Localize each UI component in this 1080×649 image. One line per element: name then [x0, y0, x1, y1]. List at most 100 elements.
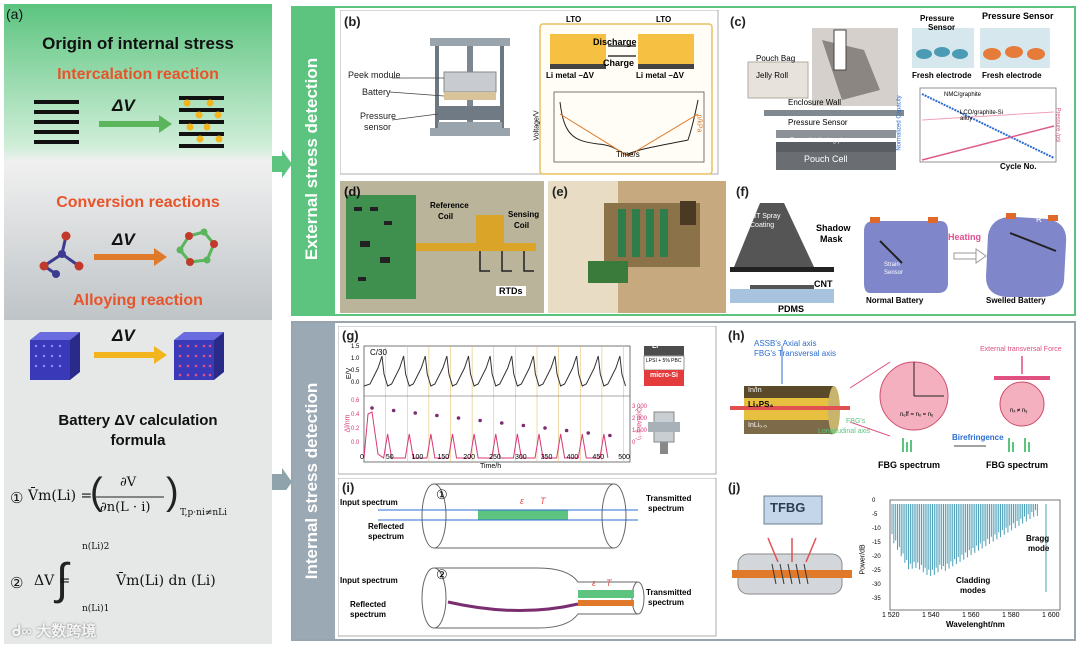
g-xtick: 350	[540, 454, 553, 461]
pdms-layer	[730, 289, 834, 303]
g-y2tick: 0.0	[351, 440, 360, 446]
battery-label: Battery	[362, 87, 391, 97]
rig-circuit	[588, 261, 628, 283]
g-xtick: 450	[592, 454, 605, 461]
intercalated-layers-icon	[179, 96, 224, 148]
cnt-spray-label: CNT Spray	[746, 213, 781, 220]
external-title-bar	[293, 8, 335, 314]
svg-text:): )	[166, 471, 179, 513]
panel-a-svg: ∫ ( )	[4, 4, 272, 644]
g-y3tick: 2 000	[632, 416, 648, 422]
pouch-bag-sketch	[747, 61, 809, 99]
g-xtick: 500	[618, 454, 630, 461]
enclosure-wall-label: Enclosure Wall	[788, 98, 842, 107]
capacity-point	[435, 413, 439, 418]
panel-c-label: (c)	[730, 14, 746, 29]
cladding-label: Cladding	[956, 576, 991, 585]
connector-arrows	[272, 150, 292, 490]
birefringence-label: Birefringence	[952, 433, 1004, 442]
capacity-point	[586, 431, 591, 435]
panel-h	[722, 326, 1074, 474]
lto-left-block	[550, 34, 606, 64]
li3ps4-label: Li₃PS₄	[748, 400, 774, 409]
panel-e	[548, 181, 726, 313]
j-ytick: -25	[872, 568, 881, 574]
fbg-longitudinal-label: FBG's	[846, 418, 866, 425]
j-xtick: 1 560	[962, 612, 980, 619]
g-xtick: 300	[514, 454, 527, 461]
rtds-label: RTDs	[496, 286, 526, 296]
lpsi-layer-label: LPSI + 5% PBC	[646, 358, 682, 364]
g-y3tick: 3 000	[632, 404, 648, 410]
jelly-roll-label: Jelly Roll	[756, 71, 789, 80]
q-axis-label: Q/(mAh g⁻¹)	[634, 407, 641, 440]
legend-lco: LCO/graphite-Si alloy	[960, 110, 1004, 122]
panel-a-label: (a)	[6, 6, 24, 22]
fiber-1-number: ①	[436, 487, 448, 502]
arrow-to-external-icon	[272, 150, 292, 178]
heating-label: Heating	[948, 232, 982, 242]
tfbg-badge	[763, 495, 823, 525]
power-axis-label: Power/dB	[859, 544, 867, 575]
capacity-point	[391, 408, 396, 413]
circuit-board	[346, 195, 416, 299]
input-spectrum-1: Input spectrum	[340, 498, 398, 507]
equation-1-subscript: T,p·ni≠nLi	[180, 508, 228, 518]
force-plate-label: Force distributing plate	[790, 138, 851, 144]
equation-2-body: V̄m(Li) dn (Li)	[116, 573, 216, 589]
epsilon-label-2: ε	[592, 578, 596, 588]
strain-sensor-label: Sensor	[884, 270, 904, 276]
j-ytick: -15	[872, 540, 881, 546]
g-xtick: 200	[463, 454, 475, 461]
micro-si-cell-icon	[643, 346, 685, 454]
j-xtick: 1 520	[882, 612, 900, 619]
capacity-point	[543, 426, 547, 430]
legend-nmc: NMC/graphite	[944, 92, 982, 98]
shadow-mask	[730, 267, 834, 272]
swelled-battery-icon	[986, 213, 1067, 297]
fbg-spectrum-1	[902, 438, 912, 452]
pressure-psi-label: Pressure /psi	[1054, 107, 1061, 143]
alloying-title: Alloying reaction	[73, 292, 203, 309]
voltage-plot-frame	[553, 91, 705, 163]
watermark-logo-icon: ᑯ∞	[12, 623, 37, 640]
rate-label: C/30	[370, 348, 387, 357]
reflected-2b: spectrum	[350, 610, 387, 619]
capacity-points	[370, 406, 612, 438]
swelled-battery-label: Swelled Battery	[986, 296, 1046, 305]
tfbg-spectrum-series	[891, 504, 1047, 592]
li-metal-right: Li metal –ΔV	[636, 71, 684, 80]
g-xtick: 50	[385, 454, 394, 461]
j-xtick: 1 580	[1002, 612, 1020, 619]
equation-2-number: ②	[10, 575, 24, 592]
wavelength-axis-label: Wavelenght/nm	[946, 620, 1005, 629]
fbg-longitudinal-label-2: Longitudinal axis	[818, 428, 871, 435]
alloying-cube-icon	[30, 332, 80, 380]
panel-b	[340, 10, 719, 175]
spray-nozzle-icon	[734, 203, 814, 267]
formula-title-line1: Battery ΔV calculation	[58, 412, 218, 429]
modes-label: modes	[960, 586, 986, 595]
g-xtick: 250	[489, 454, 501, 461]
fbg-transversal-label: FBG's Transversal axis	[754, 349, 836, 358]
formula-title-line2: formula	[110, 432, 166, 449]
pressure-sensor-1b-label: Sensor	[928, 23, 956, 32]
panel-h-label: (h)	[728, 328, 745, 343]
strain-label: Strain	[884, 262, 900, 268]
g-y1tick: 1.0	[351, 356, 360, 362]
time-axis-label: Time/s	[616, 150, 640, 159]
panel-e-label: (e)	[552, 184, 568, 199]
fbg-spectrum-2	[1008, 438, 1030, 452]
panel-a-title: Origin of internal stress	[42, 34, 234, 53]
pdms-label: PDMS	[778, 304, 805, 314]
bragg-label: Bragg	[1026, 534, 1050, 543]
transmitted-2: Transmitted	[646, 588, 692, 597]
delta-v-2: ΔV	[112, 230, 135, 249]
equation-1-number: ①	[10, 490, 24, 507]
intercalation-layers-icon	[34, 100, 79, 144]
intercalation-arrow-icon	[99, 115, 172, 133]
capacity-point	[521, 423, 526, 428]
peek-module-device	[430, 38, 510, 136]
capacity-point	[608, 433, 612, 438]
strain-series	[363, 411, 609, 459]
